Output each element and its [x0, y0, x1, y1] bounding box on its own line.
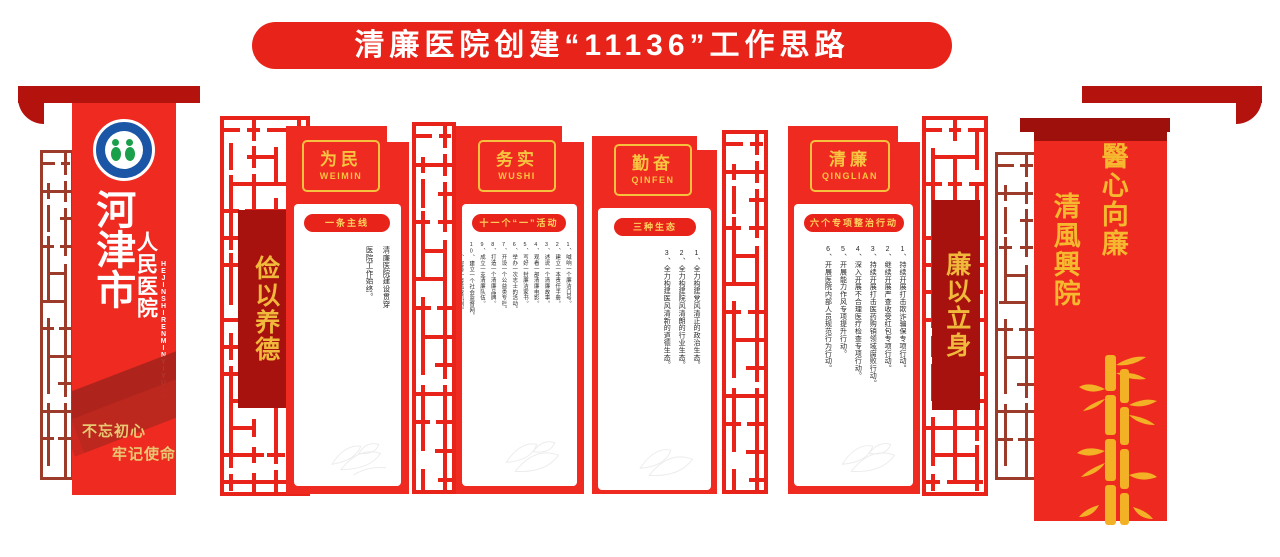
plaque-right: 廉以立身	[932, 200, 980, 410]
text-column: 5、写好一封廉洁家书。	[522, 242, 528, 307]
plaque-right-text: 廉以立身	[942, 251, 971, 359]
text-column: 2、建立一本责任手册。	[554, 242, 561, 307]
section-badge-label: 三种生态	[632, 221, 677, 232]
roof-eave-right	[1082, 86, 1262, 103]
section-card-weimin: 为民 WEIMIN 一条主线 清廉医院建设贯穿 医院工作始终。	[286, 126, 409, 494]
text-column: 4、观看一部清廉电影。	[532, 242, 539, 307]
section-header-qinfen: 勤奋 QINFEN	[614, 144, 692, 196]
text-column: 医院工作始终。	[365, 246, 375, 301]
bamboo-banner-line-2: 清風興院	[1049, 192, 1080, 308]
text-column: 1、喊响一个廉洁口号。	[565, 242, 571, 307]
roof-eave-left	[18, 86, 200, 103]
hospital-city: 河津市	[90, 189, 135, 309]
section-body-weimin: 一条主线 清廉医院建设贯穿 医院工作始终。	[294, 204, 401, 486]
text-column: 3、述说一个清廉故事。	[543, 242, 550, 307]
roof-curl-left	[18, 86, 44, 124]
page-title-pill: 清廉医院创建“11136”工作思路	[252, 22, 952, 69]
lotus-watermark-icon	[330, 443, 387, 476]
section-card-qinglian: 清廉 QINGLIAN 六个专项整治行动 1、持续开展打击欺诈骗保专项行动。 2…	[788, 126, 920, 494]
section-title-pinyin: WEIMIN	[319, 171, 363, 181]
slogan-line-2: 牢记使命	[111, 445, 176, 463]
text-column: 6、开展医院内部人员规范行为行动。	[824, 246, 832, 372]
text-column: 11、完善一套监管机制。	[462, 242, 465, 313]
lattice-panel-right	[995, 152, 1037, 480]
section-header-wushi: 务实 WUSHI	[478, 140, 556, 192]
text-column: 3、持续开展打击医药购销领域腐败行动。	[869, 246, 877, 387]
hospital-name: 人民医院	[134, 231, 158, 319]
bamboo-icon	[1077, 355, 1157, 525]
section-body-wushi: 十一个“一”活动 1、喊响一个廉洁口号。 2、建立一本责任手册。 3、述说一个清…	[462, 204, 577, 486]
roof-curl-right	[1236, 86, 1262, 124]
section-title-pinyin: WUSHI	[498, 171, 536, 181]
bamboo-banner-line-1: 醫心向廉	[1097, 142, 1128, 258]
section-text-wushi: 1、喊响一个廉洁口号。 2、建立一本责任手册。 3、述说一个清廉故事。 4、观看…	[462, 242, 572, 412]
text-column: 1、持续开展打击欺诈骗保专项行动。	[899, 246, 906, 372]
text-column: 清廉医院建设贯穿	[382, 246, 391, 309]
section-header-qinglian: 清廉 QINGLIAN	[810, 140, 890, 192]
text-column: 7、开设一个公益类专栏。	[500, 242, 507, 313]
text-column: 1、全力构建党风清正的政治生态。	[693, 250, 700, 369]
plaque-left-text: 俭以养德	[251, 255, 280, 363]
bamboo-banner-cap	[1034, 127, 1167, 141]
section-badge-label: 十一个“一”活动	[479, 217, 559, 228]
section-text-weimin: 清廉医院建设贯穿 医院工作始终。	[304, 246, 392, 406]
bamboo-banner	[1034, 127, 1167, 521]
text-column: 8、打造一个清廉品牌。	[489, 242, 496, 307]
section-badge-qinglian: 六个专项整治行动	[804, 214, 904, 232]
section-body-qinglian: 六个专项整治行动 1、持续开展打击欺诈骗保专项行动。 2、继续开展严查收受红包专…	[794, 204, 913, 486]
section-title-cn: 清廉	[829, 150, 871, 169]
lotus-watermark-icon	[505, 441, 560, 473]
text-column: 6、举办一次志士的活动。	[511, 242, 518, 313]
text-column: 2、继续开展严查收受红包专项行动。	[884, 246, 892, 372]
section-badge-label: 一条主线	[324, 217, 369, 228]
text-column: 10、建立一个社会监督网。	[468, 242, 475, 319]
section-body-qinfen: 三种生态 1、全力构建党风清正的政治生态。 2、全力构建院风清朗的行业生态。 3…	[598, 208, 711, 490]
section-title-cn: 为民	[320, 150, 362, 169]
hospital-identity-banner: 河津市 人民医院 HEJINSHIRENMINYIYUAN 不忘初心 牢记使命	[72, 103, 176, 495]
lattice-panel-mid-1	[412, 122, 456, 494]
hospital-pinyin: HEJINSHIRENMINYIYUAN	[160, 261, 167, 401]
section-title-cn: 务实	[496, 150, 538, 169]
page-title: 清廉医院创建“11136”工作思路	[354, 28, 850, 62]
section-badge-weimin: 一条主线	[304, 214, 390, 232]
section-title-cn: 勤奋	[632, 154, 674, 173]
section-title-pinyin: QINFEN	[631, 175, 675, 185]
text-column: 5、开展能力作风专项提升行动。	[839, 246, 847, 357]
section-card-wushi: 务实 WUSHI 十一个“一”活动 1、喊响一个廉洁口号。 2、建立一本责任手册…	[456, 126, 584, 494]
plaque-left: 俭以养德	[238, 210, 292, 408]
section-badge-label: 六个专项整治行动	[809, 217, 898, 228]
lotus-watermark-icon	[841, 443, 896, 473]
hospital-emblem-icon	[93, 119, 155, 181]
lattice-panel-left	[40, 150, 74, 480]
text-column: 2、全力构建院风清朗的行业生态。	[678, 250, 686, 369]
text-column: 3、全力构建医风清新的道德生态。	[663, 250, 671, 369]
section-badge-qinfen: 三种生态	[614, 218, 696, 236]
text-column: 9、成立一支清廉队伍。	[479, 242, 485, 307]
lattice-panel-mid-2	[722, 130, 768, 494]
section-text-qinfen: 1、全力构建党风清正的政治生态。 2、全力构建院风清朗的行业生态。 3、全力构建…	[618, 250, 702, 420]
section-card-qinfen: 勤奋 QINFEN 三种生态 1、全力构建党风清正的政治生态。 2、全力构建院风…	[592, 136, 717, 494]
lotus-watermark-icon	[639, 449, 694, 477]
section-title-pinyin: QINGLIAN	[822, 171, 878, 181]
hospital-slogan: 不忘初心 牢记使命	[82, 421, 176, 466]
section-header-weimin: 为民 WEIMIN	[302, 140, 380, 192]
section-badge-wushi: 十一个“一”活动	[472, 214, 566, 232]
text-column: 4、深入开展不合理医疗检查专项行动。	[854, 246, 862, 380]
slogan-line-1: 不忘初心	[82, 423, 147, 440]
section-text-qinglian: 1、持续开展打击欺诈骗保专项行动。 2、继续开展严查收受红包专项行动。 3、持续…	[802, 246, 908, 416]
